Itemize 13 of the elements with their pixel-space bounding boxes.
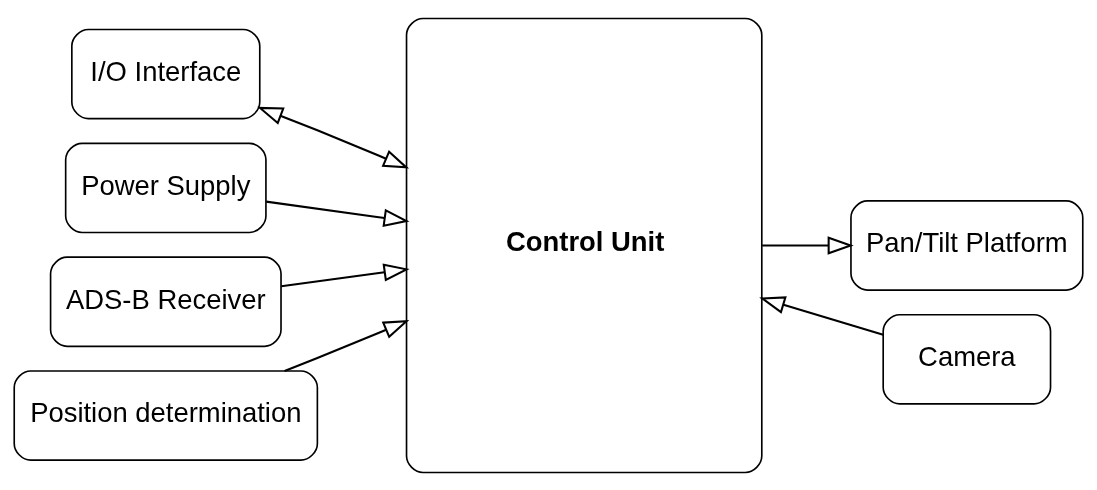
arrow — [266, 200, 410, 227]
node-box: I/O Interface — [71, 28, 261, 119]
node-box: Control Unit — [405, 17, 763, 473]
node-box: Camera — [882, 313, 1052, 405]
node-box: ADS-B Receiver — [49, 255, 282, 347]
arrow — [762, 235, 854, 255]
node-box: Position determination — [13, 369, 319, 461]
arrow — [759, 295, 884, 336]
arrow — [257, 106, 410, 169]
node-box: Power Supply — [64, 142, 267, 233]
arrow — [284, 319, 410, 372]
node-box: Pan/Tilt Platform — [850, 199, 1084, 291]
arrow — [281, 262, 410, 287]
